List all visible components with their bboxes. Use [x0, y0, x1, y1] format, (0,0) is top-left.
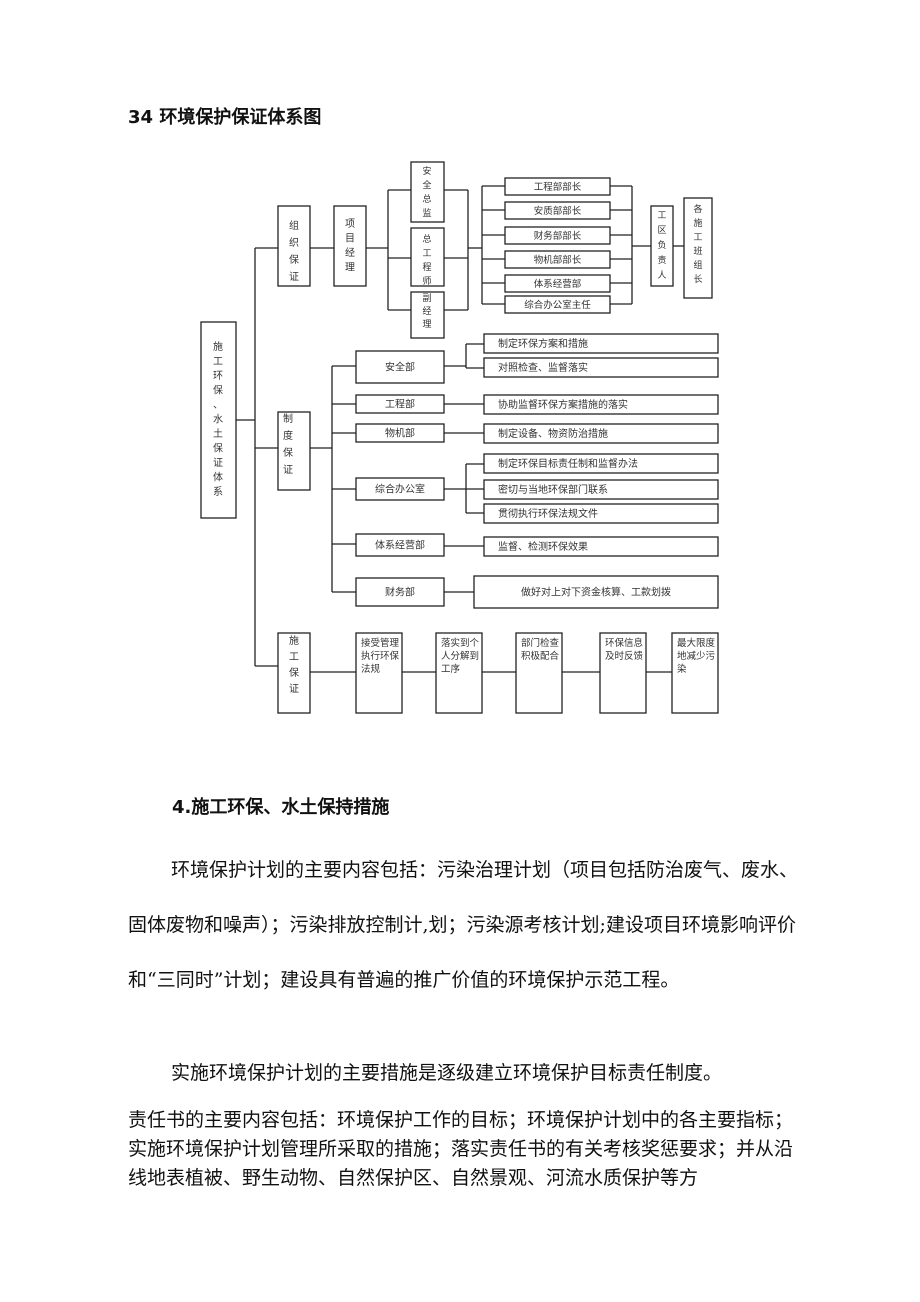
org-department-box-label: 财务部部长: [534, 230, 582, 242]
org-department-box-label: 工程部部长: [534, 181, 582, 193]
system-duty-box: 制定环保方案和措施: [483, 333, 719, 354]
safety-director-node: 安全总监: [410, 161, 445, 223]
construction-step-label: 最大限度地减少污染: [677, 637, 716, 675]
system-duty-box: 贯彻执行环保法规文件: [483, 503, 719, 524]
svg-text:项目经理: 项目经理: [345, 218, 355, 274]
org-department-box-label: 综合办公室主任: [524, 299, 591, 311]
root-node: 施工环保、水土保证体系: [200, 321, 237, 519]
construction-step-label: 环保信息及时反馈: [605, 637, 644, 662]
system-department-box: 财务部: [355, 577, 445, 607]
construction-step-box: 环保信息及时反馈: [599, 632, 647, 714]
system-department-box: 综合办公室: [355, 477, 445, 501]
system-duty-box: 协助监督环保方案措施的落实: [483, 394, 719, 415]
system-duty-box: 对照检查、监督落实: [483, 357, 719, 378]
org-department-box: 财务部部长: [504, 226, 611, 245]
svg-text:组织保证: 组织保证: [289, 219, 299, 283]
svg-text:副经理: 副经理: [422, 293, 431, 330]
paragraph-plan-content: 环境保护计划的主要内容包括：污染治理计划（项目包括防治废气、废水、固体废物和噪声…: [128, 859, 799, 991]
deputy-manager-node: 副经理: [410, 291, 445, 339]
org-department-box: 体系经营部: [504, 274, 611, 293]
diagram-connectors: [236, 185, 684, 673]
system-duty-box: 制定设备、物资防治措施: [483, 423, 719, 444]
system-department-box-label: 体系经营部: [375, 539, 425, 552]
system-duty-box-label: 监督、检测环保效果: [498, 540, 588, 553]
construction-step-label: 落实到个人分解到工序: [441, 637, 480, 675]
construction-step-box: 最大限度地减少污染: [671, 632, 719, 714]
chief-engineer-node: 总工程师: [410, 227, 445, 287]
system-department-box-label: 财务部: [385, 586, 415, 599]
system-department-box-label: 综合办公室: [375, 483, 425, 496]
system-department-box-label: 物机部: [385, 427, 415, 440]
system-duty-box-label: 密切与当地环保部门联系: [498, 483, 608, 496]
paragraph-main-measures: 实施环境保护计划的主要措施是逐级建立环境保护目标责任制度。: [171, 1062, 723, 1084]
system-duty-box-label: 做好对上对下资金核算、工款划拨: [521, 586, 671, 599]
team-leaders-node: 各施工班组长: [683, 197, 713, 299]
system-department-box: 安全部: [355, 350, 445, 384]
svg-text:施工保证: 施工保证: [289, 634, 299, 695]
system-duty-box: 制定环保目标责任制和监督办法: [483, 453, 719, 474]
paragraph-responsibility-letter: 责任书的主要内容包括：环境保护工作的目标；环境保护计划中的各主要指标；实施环境保…: [128, 1109, 794, 1189]
org-department-box: 工程部部长: [504, 177, 611, 196]
system-duty-box-label: 贯彻执行环保法规文件: [498, 507, 598, 520]
system-duty-box-label: 对照检查、监督落实: [498, 361, 588, 374]
svg-text:工区负责人: 工区负责人: [657, 211, 666, 281]
svg-text:安全总监: 安全总监: [422, 165, 431, 219]
section-heading-3-4: 34 环境保护保证体系图: [128, 107, 322, 128]
org-department-box: 综合办公室主任: [504, 295, 611, 314]
system-department-box-label: 工程部: [385, 398, 415, 411]
area-leader-node: 工区负责人: [650, 205, 674, 287]
organization-guarantee-node: 组织保证: [277, 205, 311, 287]
system-guarantee-node: 制度保证: [277, 411, 311, 491]
construction-step-box: 落实到个人分解到工序: [435, 632, 483, 714]
system-department-box-label: 安全部: [385, 361, 415, 374]
section-heading-4: 4.施工环保、水土保持措施: [172, 797, 390, 818]
org-department-box-label: 物机部部长: [534, 254, 582, 266]
project-manager-node: 项目经理: [333, 205, 367, 287]
construction-step-label: 接受管理执行环保法规: [361, 637, 400, 675]
system-duty-boxes: 制定环保方案和措施对照检查、监督落实协助监督环保方案措施的落实制定设备、物资防治…: [473, 333, 719, 609]
construction-step-label: 部门检查积极配合: [521, 637, 560, 662]
construction-step-box: 接受管理执行环保法规: [355, 632, 403, 714]
org-department-box: 安质部部长: [504, 201, 611, 220]
system-department-box: 体系经营部: [355, 533, 445, 557]
org-department-box-label: 体系经营部: [534, 278, 582, 290]
org-department-box-label: 安质部部长: [534, 205, 582, 217]
system-duty-box-label: 制定设备、物资防治措施: [498, 427, 608, 440]
system-department-box: 工程部: [355, 394, 445, 414]
svg-text:各施工班组长: 各施工班组长: [693, 203, 702, 285]
construction-step-boxes: 接受管理执行环保法规 落实到个人分解到工序 部门检查积极配合 环保信息及时反馈 最大限度…: [355, 632, 719, 714]
system-duty-box: 监督、检测环保效果: [483, 536, 719, 557]
environmental-protection-system-diagram: 施工环保、水土保证体系 组织保证 项目经理 安全总监 总工程师 副经理 工程部部…: [200, 161, 719, 714]
svg-text:施工环保、水土保证体系: 施工环保、水土保证体系: [213, 340, 223, 498]
org-department-box: 物机部部长: [504, 250, 611, 269]
system-duty-box-label: 制定环保方案和措施: [498, 337, 588, 350]
construction-guarantee-node: 施工保证: [277, 632, 311, 714]
system-duty-box-label: 协助监督环保方案措施的落实: [498, 398, 628, 411]
construction-step-box: 部门检查积极配合: [515, 632, 563, 714]
svg-text:制度保证: 制度保证: [283, 412, 293, 476]
system-department-box: 物机部: [355, 423, 445, 443]
system-duty-box-label: 制定环保目标责任制和监督办法: [498, 457, 638, 470]
system-duty-box: 做好对上对下资金核算、工款划拨: [473, 575, 719, 609]
system-duty-box: 密切与当地环保部门联系: [483, 479, 719, 500]
svg-text:总工程师: 总工程师: [422, 233, 431, 287]
